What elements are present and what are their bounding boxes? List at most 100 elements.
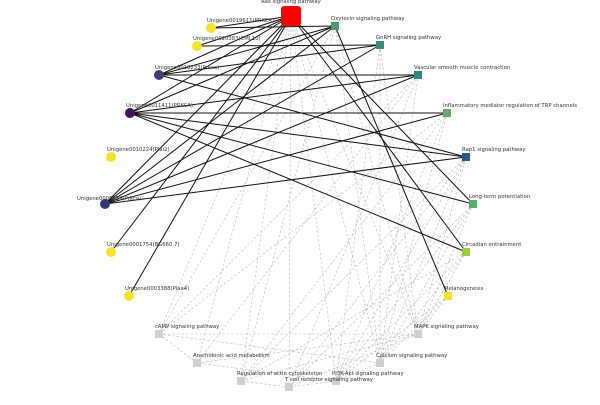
- node-label: Unigene0010224(Plai2): [107, 147, 169, 153]
- gene-node[interactable]: [106, 152, 116, 162]
- node-label: Long-term potentiation: [469, 194, 530, 200]
- dashed-edge: [335, 295, 449, 382]
- dashed-edge: [158, 25, 336, 335]
- node-label: Rap1 signaling pathway: [462, 147, 526, 153]
- node-label: MAPK signaling pathway: [414, 324, 479, 330]
- solid-edge: [129, 25, 336, 114]
- node-label: Vascular smooth muscle contraction: [414, 65, 510, 71]
- dashed-edge: [335, 156, 467, 382]
- node-label: Unigene0019611(PRKCA): [207, 18, 274, 24]
- dashed-edge: [290, 15, 381, 364]
- solid-edge: [290, 15, 467, 253]
- dashed-edge: [288, 203, 474, 388]
- solid-edge: [104, 74, 419, 205]
- gene-node[interactable]: [106, 247, 116, 257]
- dashed-edge: [335, 362, 381, 382]
- node-label: Ras signaling pathway: [261, 0, 321, 5]
- dashed-edge: [417, 203, 474, 335]
- solid-edge: [210, 15, 292, 29]
- node-label: Unigene0001754(BG660.7): [107, 242, 179, 248]
- dashed-edge: [240, 112, 448, 382]
- gene-node[interactable]: [206, 23, 216, 33]
- solid-edge: [104, 15, 292, 205]
- dashed-edge: [158, 112, 448, 335]
- dashed-edge: [417, 295, 449, 335]
- dashed-edge: [158, 15, 292, 335]
- solid-edge: [196, 15, 292, 47]
- dashed-edge: [288, 380, 337, 388]
- dashed-edge: [240, 25, 336, 382]
- node-label: Calcium signaling pathway: [376, 353, 447, 359]
- pathway-node[interactable]: [414, 330, 422, 338]
- solid-edge: [158, 25, 336, 76]
- hub-node-ras-signaling[interactable]: [281, 6, 301, 26]
- dashed-edge: [335, 203, 474, 382]
- solid-edge: [129, 74, 419, 114]
- pathway-node[interactable]: [193, 359, 201, 367]
- gene-node[interactable]: [100, 199, 110, 209]
- dashed-edge: [158, 333, 198, 364]
- pathway-node[interactable]: [469, 200, 477, 208]
- pathway-node[interactable]: [376, 41, 384, 49]
- solid-edge: [129, 15, 292, 114]
- pathway-node[interactable]: [462, 248, 470, 256]
- pathway-node[interactable]: [462, 153, 470, 161]
- solid-edge: [158, 15, 292, 76]
- pathway-node[interactable]: [332, 377, 340, 385]
- dashed-edge: [288, 333, 419, 388]
- dashed-edge: [334, 25, 419, 335]
- node-label: Inflammatory mediator regulation of TRP …: [443, 103, 577, 109]
- dashed-edge: [335, 112, 448, 382]
- dashed-edge: [240, 333, 419, 382]
- node-label: Oxytocin signaling pathway: [331, 16, 404, 22]
- gene-node[interactable]: [124, 291, 134, 301]
- dashed-edge: [196, 15, 292, 364]
- dashed-edge: [334, 25, 381, 364]
- solid-edge: [104, 112, 448, 205]
- dashed-edge: [379, 156, 467, 364]
- node-label: Unigene0006639(Prkca): [77, 196, 141, 202]
- dashed-edges: [158, 15, 474, 388]
- solid-edge: [334, 25, 449, 297]
- solid-edge: [104, 44, 381, 205]
- solid-edge: [128, 15, 292, 297]
- node-label: Unigene0011411(PRKCA): [126, 103, 193, 109]
- gene-node[interactable]: [154, 70, 164, 80]
- dashed-edge: [240, 15, 292, 382]
- network-nodes: Ras signaling pathwayUnigene0019611(PRKC…: [77, 0, 577, 391]
- pathway-node[interactable]: [155, 330, 163, 338]
- pathway-node[interactable]: [444, 292, 452, 300]
- gene-node[interactable]: [125, 108, 135, 118]
- node-label: Arachidonic acid metabolism: [193, 353, 270, 359]
- dashed-edge: [240, 156, 467, 382]
- dashed-edge: [240, 380, 290, 388]
- dashed-edge: [379, 203, 474, 364]
- dashed-edge: [379, 74, 419, 364]
- dashed-edge: [196, 362, 337, 382]
- node-label: GnRH signaling pathway: [376, 35, 441, 41]
- node-label: Unigene0020383(CML10): [193, 36, 261, 42]
- dashed-edge: [417, 251, 467, 335]
- dashed-edge: [290, 15, 337, 382]
- dashed-edge: [335, 251, 467, 382]
- solid-edge: [129, 112, 474, 205]
- solid-edge: [104, 25, 336, 205]
- pathway-node[interactable]: [376, 359, 384, 367]
- dashed-edge: [240, 251, 467, 382]
- dashed-edge: [379, 44, 419, 335]
- pathway-node[interactable]: [443, 109, 451, 117]
- gene-node[interactable]: [192, 41, 202, 51]
- pathway-node[interactable]: [237, 377, 245, 385]
- pathway-node[interactable]: [414, 71, 422, 79]
- pathway-node[interactable]: [285, 383, 293, 391]
- solid-edge: [158, 74, 467, 158]
- dashed-edge: [158, 333, 381, 364]
- node-label: T cell receptor signaling pathway: [284, 377, 373, 383]
- dashed-edge: [335, 44, 381, 382]
- node-label: Regulation of actin cytoskeleton: [237, 371, 322, 377]
- solid-edge: [290, 15, 474, 205]
- dashed-edge: [288, 74, 419, 388]
- pathway-node[interactable]: [331, 22, 339, 30]
- node-label: PI3K-Akt signaling pathway: [332, 371, 404, 377]
